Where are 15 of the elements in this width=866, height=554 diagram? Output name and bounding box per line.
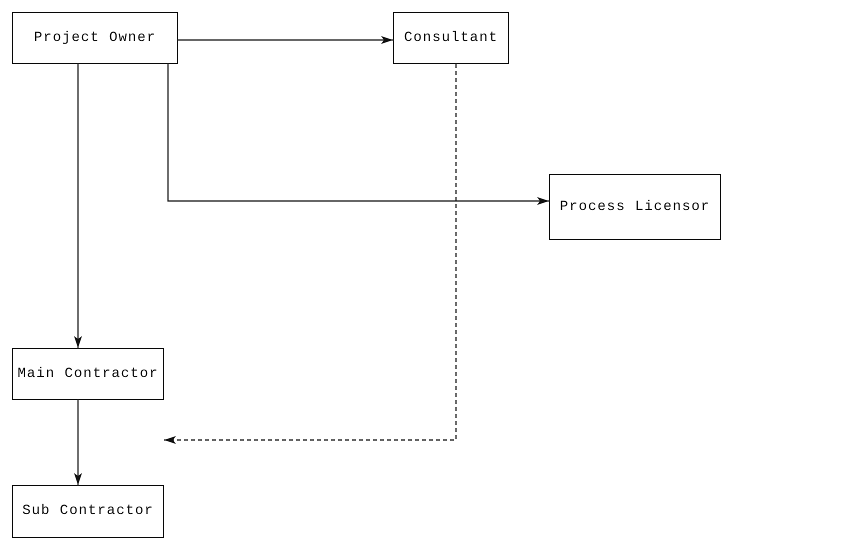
box-label: Sub Contractor xyxy=(22,502,154,521)
arrow xyxy=(178,36,393,44)
dashed-arrow xyxy=(164,64,457,444)
process-box xyxy=(12,12,178,64)
process-box xyxy=(549,174,721,240)
arrow xyxy=(167,64,549,205)
arrow xyxy=(74,64,82,348)
arrow xyxy=(74,400,82,485)
box-label: Consultant xyxy=(404,28,498,48)
process-box xyxy=(12,485,164,538)
box-label: Process Licensor xyxy=(560,198,710,216)
process-box xyxy=(12,348,164,400)
box-label: Project Owner xyxy=(34,28,156,48)
process-box xyxy=(393,12,509,64)
box-label: Main Contractor xyxy=(17,364,159,384)
